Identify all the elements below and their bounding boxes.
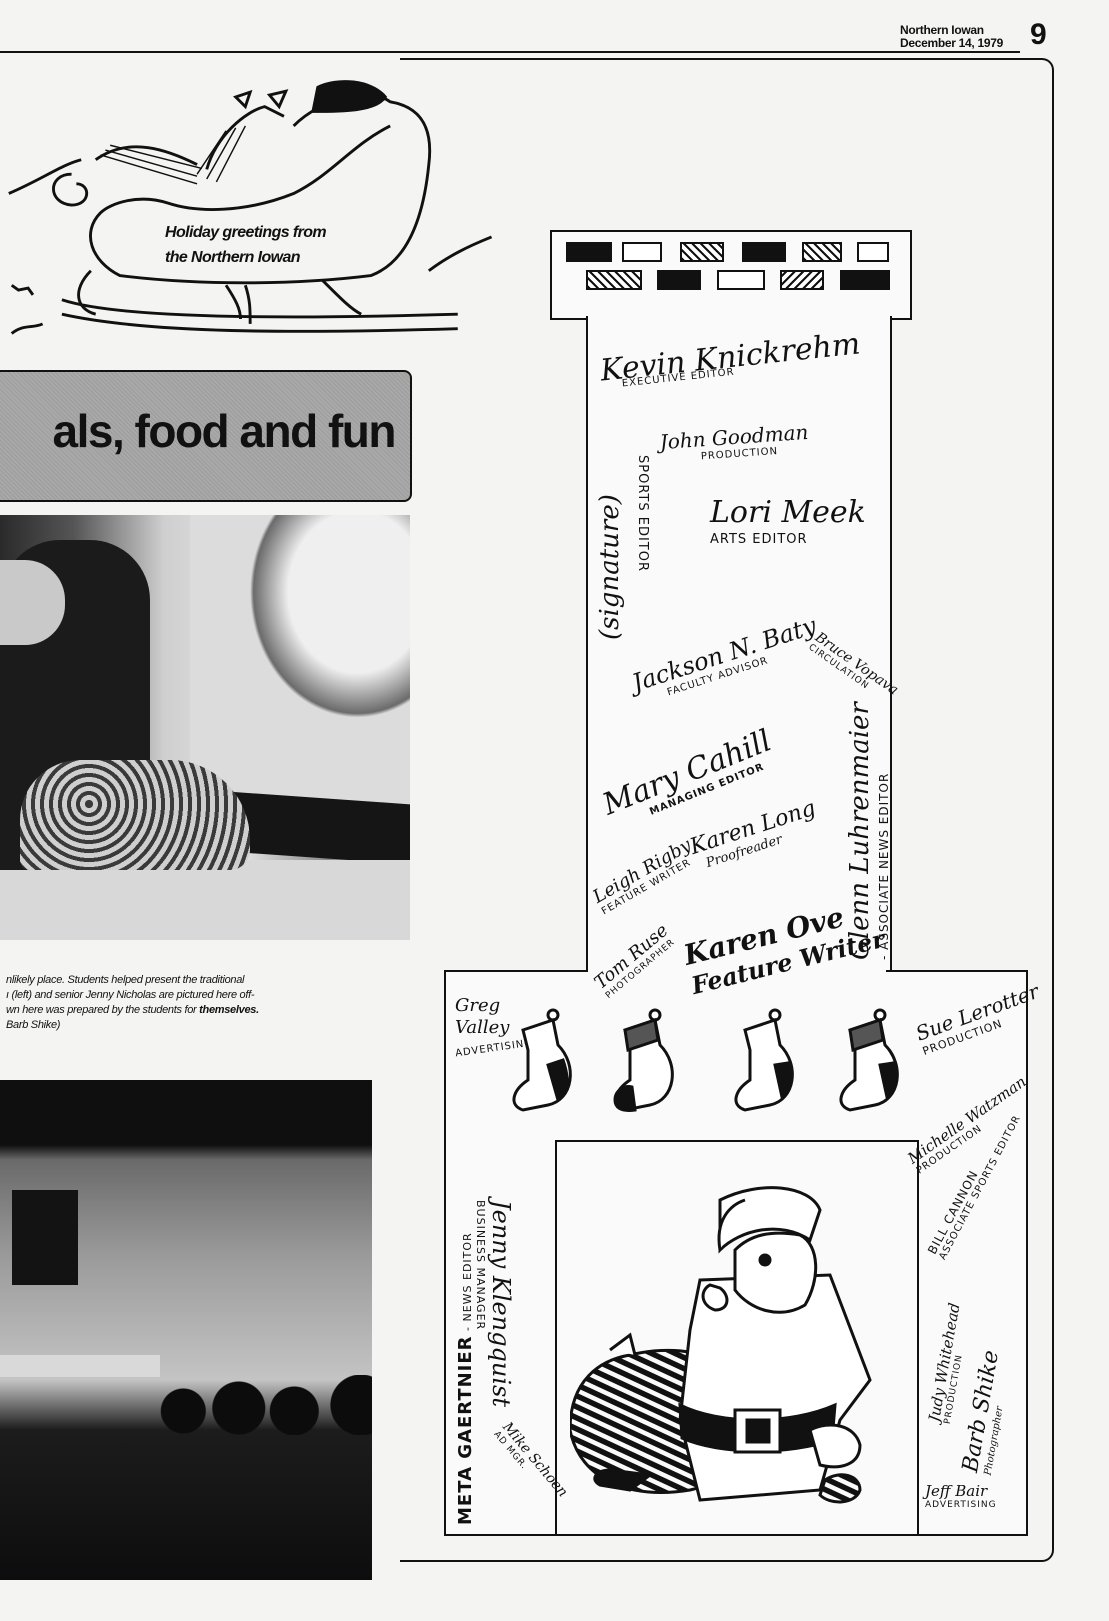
signature-role: SPORTS EDITOR (635, 455, 650, 572)
top-rule-divider (0, 51, 1020, 53)
stocking-icon (512, 1008, 572, 1112)
photo-floor (0, 860, 410, 940)
signature-role: - NEWS EDITOR (461, 1232, 474, 1331)
signature-name: Jenny Klengquist (487, 1200, 515, 1408)
brick-icon (566, 242, 612, 262)
brick-icon (857, 242, 889, 262)
page-number: 9 (1030, 18, 1047, 51)
holiday-greeting-text: Holiday greetings from the Northern Iowa… (165, 220, 327, 270)
masthead-publication: Northern Iowan December 14, 1979 (900, 24, 1003, 50)
signature-name: Jeff Bair (925, 1482, 988, 1500)
page-frame-border (400, 58, 1054, 1562)
santa-claus-icon (570, 1186, 872, 1504)
sleigh-illustration-icon (8, 80, 493, 335)
caption-bold-text: themselves. (199, 1004, 259, 1016)
signature-lori-meek: Lori Meek ARTS EDITOR (710, 495, 866, 547)
stocking-icon (613, 1008, 674, 1112)
caption-line-2: ı (left) and senior Jenny Nicholas are p… (6, 989, 255, 1001)
signature-meta-gaertnier: META GAERTNIER - NEWS EDITOR (455, 1232, 476, 1525)
signature-role: ADVERTISING (925, 1500, 997, 1510)
headline-fragment: als, food and fun (52, 405, 397, 457)
signature-greg-valley: Greg Valley ADVERTISING (455, 995, 534, 1059)
signature-jeff-bair: Jeff Bair ADVERTISING (925, 1482, 997, 1510)
caption-line-1: nlikely place. Students helped present t… (6, 974, 245, 986)
greeting-line-2: the Northern Iowan (165, 249, 301, 266)
signature-role: ARTS EDITOR (710, 532, 808, 547)
stocking-icon (734, 1008, 794, 1112)
caption-line-3: wn here was prepared by the students for… (6, 1003, 406, 1018)
signature-business-manager: Jenny Klengquist BUSINESS MANAGER (474, 1200, 515, 1407)
brick-icon (840, 270, 890, 290)
photo-woman-face (0, 560, 65, 645)
signature-name: Greg Valley (455, 995, 510, 1038)
photo-wall-picture (12, 1190, 78, 1285)
brick-icon (657, 270, 701, 290)
signature-sports-editor-role: SPORTS EDITOR (635, 455, 650, 572)
brick-icon (680, 242, 724, 262)
hearth-join (588, 968, 886, 974)
brick-icon (717, 270, 765, 290)
photo-caption: nlikely place. Students helped present t… (6, 973, 406, 1033)
photo-audience-heads (150, 1375, 372, 1435)
issue-date: December 14, 1979 (900, 36, 1003, 50)
photo-table (0, 1355, 160, 1377)
chimney-top-mantel (550, 230, 912, 320)
headline-banner (0, 370, 412, 502)
signature-name: Lori Meek (710, 495, 866, 530)
brick-icon (586, 270, 642, 290)
photo-audience (0, 1080, 372, 1580)
caption-line-4: Barb Shike) (6, 1019, 61, 1031)
photo-fixture (235, 515, 410, 735)
chimney-column (586, 316, 892, 971)
signature-name: META GAERTNIER (455, 1335, 476, 1525)
signature-sports-editor: (signature) (595, 494, 625, 640)
publication-name: Northern Iowan (900, 23, 984, 37)
brick-icon (780, 270, 824, 290)
brick-icon (622, 242, 662, 262)
stocking-icon (839, 1008, 899, 1112)
brick-icon (742, 242, 786, 262)
headline-text: als, food and fun (0, 405, 397, 457)
signature-role: BUSINESS MANAGER (474, 1200, 487, 1331)
greeting-line-1: Holiday greetings from (165, 224, 327, 241)
photo-woman-skirt (20, 760, 250, 870)
signature-name: (signature) (595, 494, 625, 640)
brick-icon (802, 242, 842, 262)
caption-line-3-text: wn here was prepared by the students for (6, 1004, 200, 1016)
